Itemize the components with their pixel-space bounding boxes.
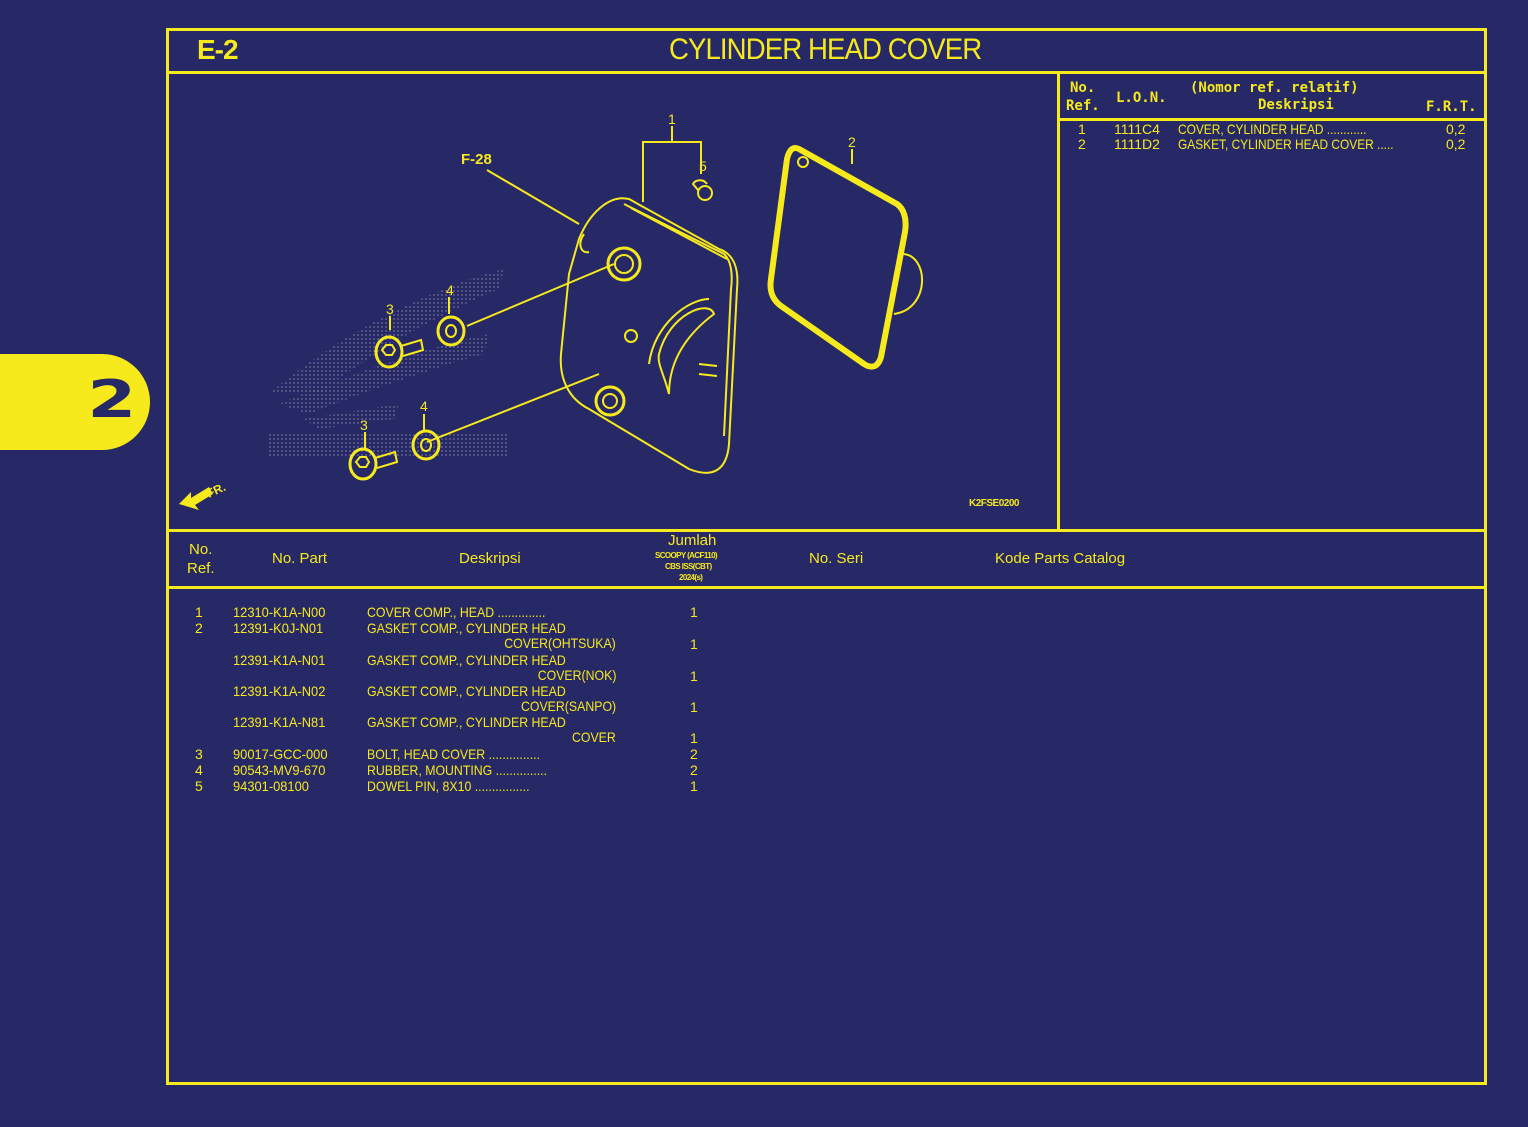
callout-2: 2 [848, 134, 856, 150]
parts-catalog-page: E-2 CYLINDER HEAD COVER [166, 28, 1487, 1085]
part-description: BOLT, HEAD COVER ............... [367, 746, 540, 762]
part-number: 12391-K1A-N81 [233, 714, 326, 730]
title-bar: E-2 CYLINDER HEAD COVER [169, 31, 1484, 74]
exploded-diagram: F-28 FR. 1 2 5 3 4 3 4 K2FSE0200 [169, 74, 1060, 529]
ref-no: 5 [195, 778, 203, 794]
part-number: 90017-GCC-000 [233, 746, 328, 762]
frt-table-header: No. Ref. L.O.N. (Nomor ref. relatif) Des… [1060, 74, 1484, 121]
callout-1: 1 [668, 111, 676, 127]
part-description-continued: COVER(OHTSUKA) [504, 635, 616, 651]
col-header-part-no: No. Part [272, 550, 328, 567]
parts-list-header: No. Ref. No. Part Deskripsi Jumlah SCOOP… [169, 532, 1484, 589]
quantity: 2 [690, 762, 698, 778]
chapter-number: 2 [87, 370, 136, 430]
col-header-qty-model: SCOOPY (ACF110) [655, 551, 718, 560]
frt-header-no: No. [1070, 80, 1096, 96]
part-description-continued: COVER(NOK) [537, 667, 616, 683]
part-description: GASKET COMP., CYLINDER HEAD [367, 683, 566, 699]
quantity: 1 [690, 730, 698, 746]
reference-label-f28: F-28 [461, 151, 492, 168]
callout-3: 3 [360, 417, 368, 433]
table-row[interactable]: 5 94301-08100 DOWEL PIN, 8X10 ..........… [169, 778, 1484, 794]
part-number: 12391-K1A-N01 [233, 652, 326, 668]
quantity: 2 [690, 746, 698, 762]
frt-lon: 1111C4 [1114, 121, 1160, 137]
frt-row: 1 1111C4 COVER, CYLINDER HEAD ..........… [1060, 121, 1484, 137]
cylinder-head-cover-part [559, 197, 739, 474]
part-description: RUBBER, MOUNTING ............... [367, 762, 548, 778]
table-row[interactable]: 12391-K1A-N02 GASKET COMP., CYLINDER HEA… [169, 683, 1484, 715]
frt-header-frt: F.R.T. [1426, 99, 1477, 115]
gasket-part [767, 145, 909, 370]
part-number: 90543-MV9-670 [233, 762, 326, 778]
callout-5: 5 [699, 158, 707, 174]
bolt-and-rubber-parts [348, 315, 466, 481]
quantity: 1 [690, 604, 698, 620]
front-direction-label: FR. [204, 480, 227, 501]
front-direction-arrow-icon [179, 487, 213, 510]
table-row[interactable]: 1 12310-K1A-N00 COVER COMP., HEAD ......… [169, 604, 1484, 620]
frt-header-desc-note: (Nomor ref. relatif) [1190, 80, 1359, 96]
ref-no: 2 [195, 620, 203, 636]
part-description-continued: COVER(SANPO) [520, 698, 616, 714]
part-number: 12310-K1A-N00 [233, 604, 326, 620]
frt-ref: 2 [1078, 136, 1086, 152]
frt-header-desc: Deskripsi [1258, 97, 1334, 113]
part-description: GASKET COMP., CYLINDER HEAD [367, 652, 566, 668]
table-row[interactable]: 12391-K1A-N01 GASKET COMP., CYLINDER HEA… [169, 652, 1484, 684]
page-title: CYLINDER HEAD COVER [669, 33, 982, 66]
table-row[interactable]: 3 90017-GCC-000 BOLT, HEAD COVER .......… [169, 746, 1484, 762]
frt-table: No. Ref. L.O.N. (Nomor ref. relatif) Des… [1060, 74, 1484, 529]
frt-value: 0,2 [1446, 121, 1466, 137]
frt-header-lon: L.O.N. [1116, 90, 1167, 106]
frt-description: COVER, CYLINDER HEAD ............ [1178, 121, 1367, 137]
ref-no: 4 [195, 762, 203, 778]
part-number: 12391-K1A-N02 [233, 683, 326, 699]
col-header-qty: Jumlah [668, 532, 717, 549]
col-header-ref: Ref. [187, 560, 215, 577]
callout-4: 4 [446, 282, 454, 298]
part-description: GASKET COMP., CYLINDER HEAD [367, 620, 566, 636]
frt-description: GASKET, CYLINDER HEAD COVER ..... [1178, 136, 1394, 152]
parts-list: 1 12310-K1A-N00 COVER COMP., HEAD ......… [169, 589, 1484, 1082]
part-number: 12391-K0J-N01 [233, 620, 324, 636]
part-description: COVER COMP., HEAD .............. [367, 604, 546, 620]
col-header-qty-variant: CBS ISS(CBT) [665, 562, 712, 571]
quantity: 1 [690, 668, 698, 684]
divider [169, 529, 1484, 532]
table-row[interactable]: 2 12391-K0J-N01 GASKET COMP., CYLINDER H… [169, 620, 1484, 652]
col-header-description: Deskripsi [459, 550, 521, 567]
col-header-no: No. [189, 541, 213, 558]
quantity: 1 [690, 699, 698, 715]
col-header-catalog-code: Kode Parts Catalog [995, 550, 1126, 567]
part-number: 94301-08100 [233, 778, 309, 794]
frt-ref: 1 [1078, 121, 1086, 137]
quantity: 1 [690, 636, 698, 652]
exploded-view-drawing: F-28 FR. 1 2 5 3 4 3 4 [179, 111, 924, 510]
honda-wing-watermark-icon [269, 269, 509, 456]
chapter-tab[interactable]: 2 [0, 354, 150, 450]
part-description: GASKET COMP., CYLINDER HEAD [367, 714, 566, 730]
ref-no: 1 [195, 604, 203, 620]
table-row[interactable]: 12391-K1A-N81 GASKET COMP., CYLINDER HEA… [169, 714, 1484, 746]
table-row[interactable]: 4 90543-MV9-670 RUBBER, MOUNTING .......… [169, 762, 1484, 778]
part-description-continued: COVER [572, 729, 616, 745]
callout-4: 4 [420, 398, 428, 414]
frt-lon: 1111D2 [1114, 136, 1160, 152]
frt-row: 2 1111D2 GASKET, CYLINDER HEAD COVER ...… [1060, 136, 1484, 152]
ref-no: 3 [195, 746, 203, 762]
part-description: DOWEL PIN, 8X10 ................ [367, 778, 530, 794]
frt-value: 0,2 [1446, 136, 1466, 152]
col-header-qty-year: 2024(s) [679, 573, 703, 582]
col-header-serial: No. Seri [809, 550, 864, 567]
section-code: E-2 [197, 34, 239, 65]
frt-header-ref: Ref. [1066, 98, 1100, 114]
illustration-code: K2FSE0200 [969, 498, 1019, 509]
quantity: 1 [690, 778, 698, 794]
callout-3: 3 [386, 301, 394, 317]
